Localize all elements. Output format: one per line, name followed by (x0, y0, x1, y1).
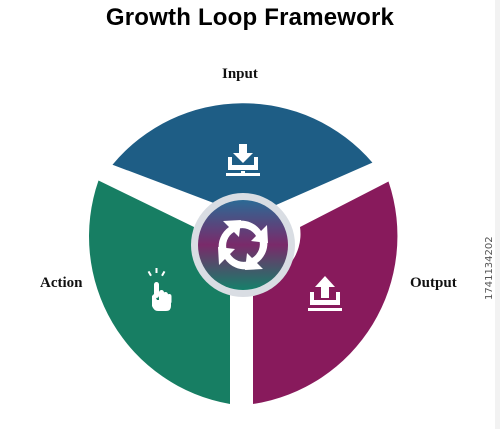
upload-tray-icon (308, 276, 342, 311)
label-action: Action (40, 275, 83, 291)
download-tray-icon (226, 144, 260, 176)
label-output: Output (410, 275, 457, 291)
center-circle (198, 200, 288, 290)
watermark-id: 1741134202 (484, 236, 495, 300)
cycle-arrows-icon (218, 220, 268, 270)
diagram-title: Growth Loop Framework (105, 4, 395, 31)
label-input: Input (222, 66, 258, 82)
side-strip (495, 0, 500, 429)
hand-tap-icon (147, 268, 172, 311)
